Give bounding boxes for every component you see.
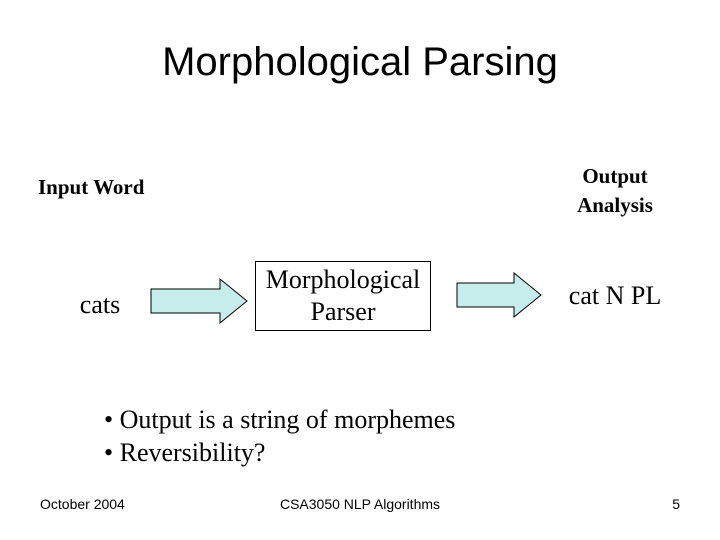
bullet-item-2: • Reversibility? [104,438,266,467]
footer-date: October 2004 [40,496,125,512]
input-word-label: Input Word [38,175,145,199]
input-arrow-icon [150,278,248,324]
output-label-line2: Analysis [577,193,653,217]
parser-line1: Morphological [265,265,421,294]
output-arrow-shape [456,272,542,318]
output-label-line1: Output [582,164,648,188]
output-arrow-icon [456,272,542,318]
input-word-value: cats [79,290,121,319]
output-analysis-label: Output Analysis [555,162,675,220]
footer-page-number: 5 [672,496,680,512]
bullet-list: • Output is a string of morphemes • Reve… [104,403,455,469]
morphological-parser-box: Morphological Parser [255,261,431,331]
input-arrow-shape [150,278,248,324]
parser-line2: Parser [310,297,376,326]
output-analysis-value: cat N PL [568,281,662,310]
footer-course: CSA3050 NLP Algorithms [279,496,441,512]
bullet-item-1: • Output is a string of morphemes [104,405,456,434]
slide-title: Morphological Parsing [162,40,558,84]
